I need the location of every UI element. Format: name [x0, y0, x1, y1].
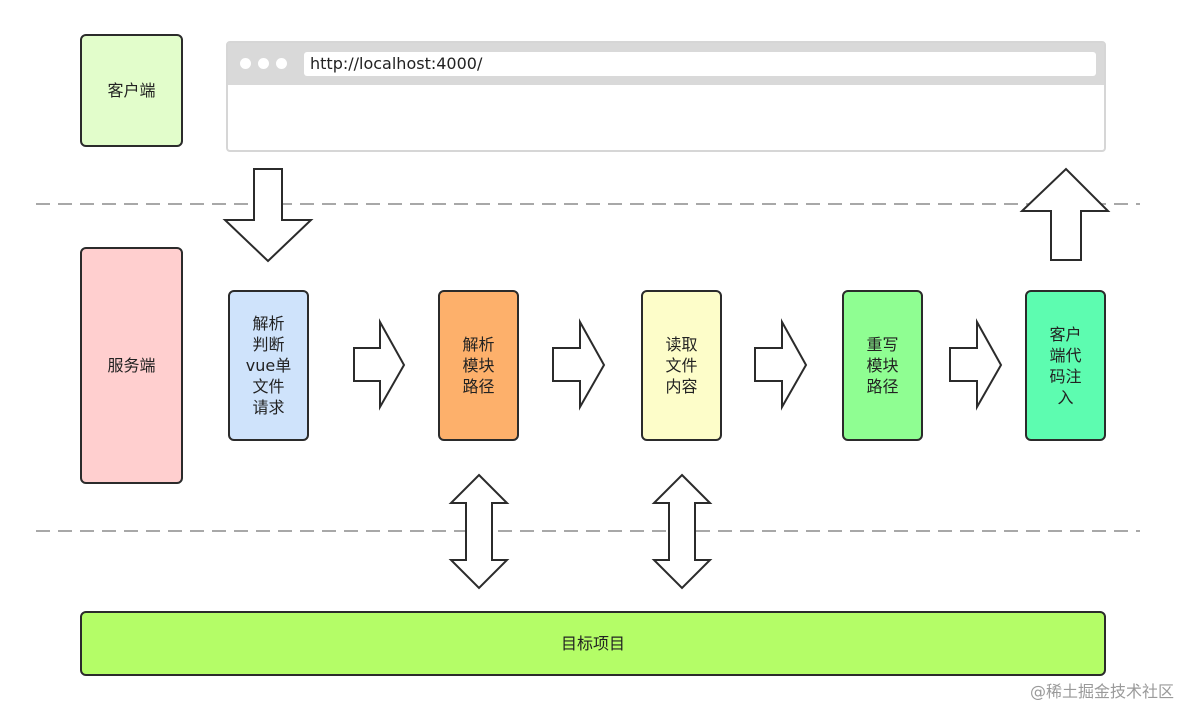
right-arrow-icon — [353, 318, 406, 411]
step-label: 重写 模块 路径 — [866, 335, 899, 396]
window-dot-icon — [276, 58, 287, 69]
address-bar[interactable]: http://localhost:4000/ — [304, 52, 1096, 76]
step-box: 读取 文件 内容 — [641, 290, 722, 441]
server-label: 服务端 — [107, 355, 156, 375]
target-project-label: 目标项目 — [560, 633, 625, 653]
step-box: 解析 模块 路径 — [438, 290, 519, 441]
up-arrow-icon — [1019, 167, 1111, 261]
address-bar-url: http://localhost:4000/ — [310, 54, 483, 73]
server-box: 服务端 — [80, 247, 183, 484]
step-box: 重写 模块 路径 — [842, 290, 923, 441]
step-label: 读取 文件 内容 — [665, 335, 698, 396]
client-label: 客户端 — [107, 80, 156, 100]
window-dot-icon — [258, 58, 269, 69]
bidirectional-arrow-icon — [448, 473, 510, 590]
target-project-box: 目标项目 — [80, 611, 1106, 676]
window-dot-icon — [240, 58, 251, 69]
browser-toolbar: http://localhost:4000/ — [228, 43, 1104, 85]
step-label: 解析 模块 路径 — [462, 335, 495, 396]
step-label: 解析 判断 vue单 文件 请求 — [245, 314, 292, 417]
right-arrow-icon — [754, 318, 808, 411]
step-label: 客户 端代 码注 入 — [1049, 324, 1082, 407]
right-arrow-icon — [949, 318, 1003, 411]
step-box: 客户 端代 码注 入 — [1025, 290, 1106, 441]
down-arrow-icon — [222, 168, 314, 263]
browser-window: http://localhost:4000/ — [226, 41, 1106, 152]
right-arrow-icon — [552, 318, 606, 411]
watermark: @稀土掘金技术社区 — [1029, 682, 1174, 701]
client-box: 客户端 — [80, 34, 183, 147]
step-box: 解析 判断 vue单 文件 请求 — [228, 290, 309, 441]
bidirectional-arrow-icon — [651, 473, 713, 590]
